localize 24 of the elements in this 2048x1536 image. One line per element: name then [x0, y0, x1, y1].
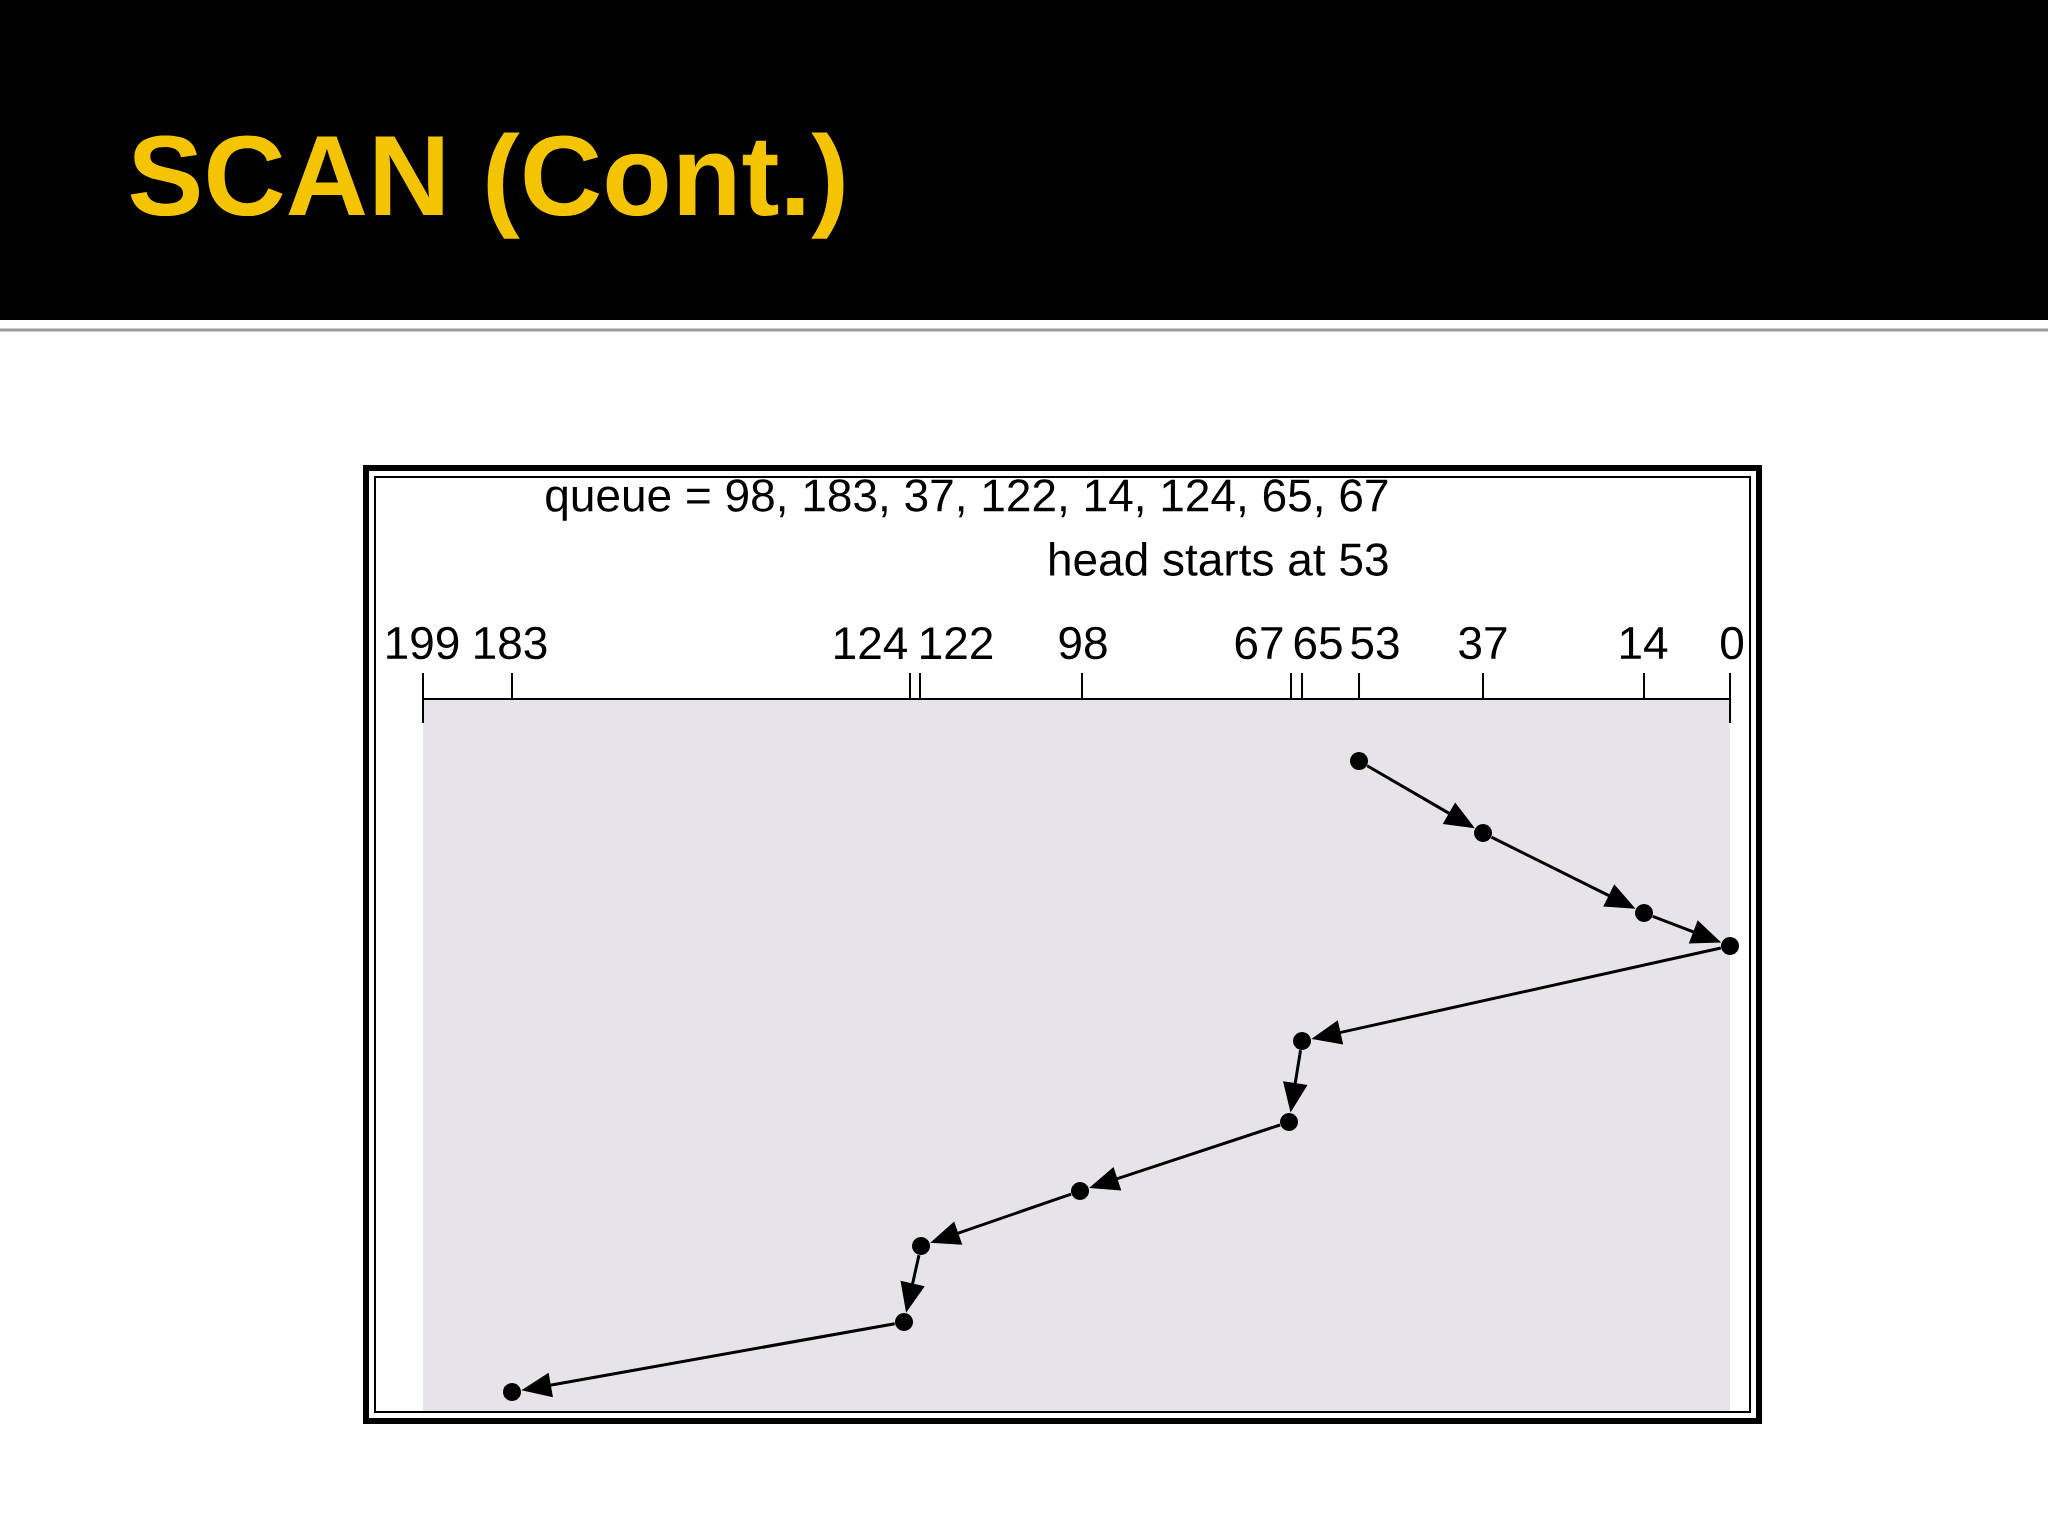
tick-label: 124	[835, 626, 908, 660]
tick-label: 0	[1721, 626, 1744, 660]
tick-label: 199	[387, 626, 459, 660]
dot	[1635, 904, 1653, 922]
dot	[1721, 937, 1740, 955]
dot	[895, 1313, 913, 1331]
dot	[1071, 1182, 1089, 1200]
text-line: queue = 98, 183, 37, 122, 14, 124, 65, 67	[546, 479, 1388, 521]
text-line: head starts at 53	[1050, 542, 1388, 576]
tick-label: 65	[1294, 626, 1342, 660]
dot	[912, 1237, 930, 1255]
dot	[1474, 824, 1492, 842]
dot	[1350, 752, 1368, 770]
tick-label: 183	[475, 626, 547, 660]
tick-label: 37	[1459, 626, 1507, 660]
tick-label: 98	[1059, 626, 1107, 660]
dot	[503, 1383, 521, 1401]
tick-label: 67	[1235, 626, 1283, 660]
dot	[1293, 1032, 1311, 1050]
tick-label: 122	[921, 626, 993, 660]
dot	[1280, 1113, 1298, 1131]
tick-label: 53	[1351, 626, 1399, 660]
tick-label: 14	[1620, 627, 1668, 659]
slide-title: SCAN (Cont.)	[130, 132, 844, 239]
